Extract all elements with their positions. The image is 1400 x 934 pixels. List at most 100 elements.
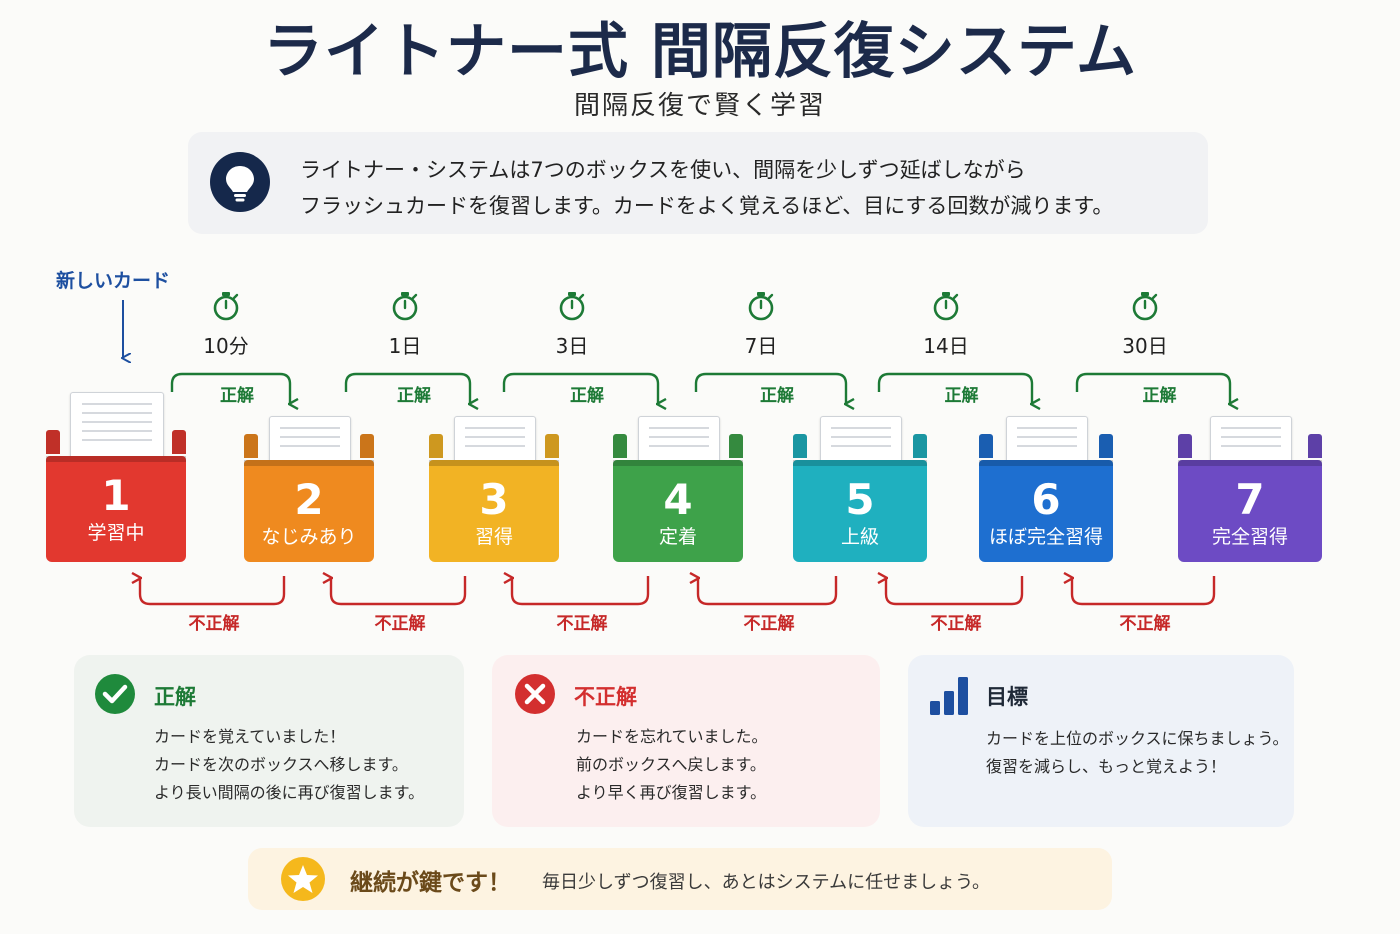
stopwatch-icon (559, 292, 585, 321)
new-card-label: 新しいカード (56, 270, 171, 292)
check-circle-icon (94, 673, 136, 719)
wrong-label: 不正解 (556, 614, 608, 634)
box-rim (46, 456, 186, 462)
wrong-arrow (331, 576, 467, 606)
wrong-panel: 不正解 カードを忘れていました。 前のボックスへ戻します。 より早く再び復習しま… (492, 655, 880, 827)
intro-box: ライトナー・システムは7つのボックスを使い、間隔を少しずつ延ばしながら フラッシ… (188, 132, 1208, 234)
interval-label: 30日 (1122, 334, 1168, 358)
box-flap (979, 434, 993, 458)
correct-label: 正解 (397, 386, 431, 406)
interval-label: 3日 (555, 334, 589, 358)
interval-label: 10分 (203, 334, 249, 358)
correct-arrow (1075, 372, 1230, 404)
page-subtitle: 間隔反復で賢く学習 (573, 91, 826, 121)
wrong-arrow (698, 576, 838, 606)
wrong-label: 不正解 (1119, 614, 1171, 634)
correct-panel-line: より長い間隔の後に再び復習します。 (154, 783, 425, 802)
footer-title: 継続が鍵です！ (350, 870, 511, 896)
intro-text-line-1: ライトナー・システムは7つのボックスを使い、間隔を少しずつ延ばしながら (300, 158, 1026, 182)
box-flap (1099, 434, 1113, 458)
correct-panel-title: 正解 (154, 685, 196, 709)
box-number: 4 (663, 475, 693, 524)
correct-label: 正解 (1142, 386, 1177, 406)
box-rim (244, 460, 374, 466)
box-name: ほぼ完全習得 (988, 526, 1103, 548)
box-flap (913, 434, 927, 458)
stopwatch-icon (748, 292, 774, 321)
goal-panel-line: 復習を減らし、もっと覚えよう！ (986, 757, 1227, 776)
box-flap (729, 434, 743, 458)
box-flap (545, 434, 559, 458)
box-flap (46, 430, 60, 454)
page-title: ライトナー式 間隔反復システム (262, 17, 1138, 87)
correct-label: 正解 (944, 386, 979, 406)
wrong-arrow (886, 576, 1024, 606)
box-rim (793, 460, 927, 466)
box-name: 完全習得 (1211, 526, 1288, 548)
box-flap (429, 434, 443, 458)
box-name: 定着 (658, 526, 697, 548)
correct-arrow (502, 372, 658, 404)
box-number: 7 (1235, 475, 1265, 524)
lightbulb-icon (210, 152, 270, 212)
box-rim (613, 460, 743, 466)
interval-label: 7日 (744, 334, 778, 358)
correct-arrow (694, 372, 846, 404)
correct-arrow (877, 372, 1032, 404)
box-flap (613, 434, 627, 458)
stopwatch-icon (213, 292, 239, 321)
goal-panel-line: カードを上位のボックスに保ちましょう。 (986, 729, 1289, 748)
box-number: 5 (845, 475, 875, 524)
box-body (429, 460, 559, 562)
footer-text: 毎日少しずつ復習し、あとはシステムに任せましょう。 (542, 872, 991, 893)
correct-label: 正解 (220, 386, 254, 406)
box-flap (172, 430, 186, 454)
goal-panel-title: 目標 (986, 685, 1028, 709)
intro-text-line-2: フラッシュカードを復習します。カードをよく覚えるほど、目にする回数が減ります。 (300, 194, 1114, 218)
flashcard-icon (70, 392, 164, 468)
box-rim (1178, 460, 1322, 466)
box-name: 学習中 (87, 522, 145, 544)
box-number: 1 (101, 471, 131, 520)
box-flap (793, 434, 807, 458)
correct-panel-line: カードを覚えていました！ (154, 727, 346, 746)
box-body (793, 460, 927, 562)
wrong-label: 不正解 (188, 614, 240, 634)
box-flap (1178, 434, 1192, 458)
wrong-label: 不正解 (930, 614, 982, 634)
x-circle-icon (514, 673, 556, 719)
box-flap (1308, 434, 1322, 458)
box-flap (360, 434, 374, 458)
goal-panel: 目標 カードを上位のボックスに保ちましょう。 復習を減らし、もっと覚えよう！ (908, 655, 1294, 827)
box-rim (429, 460, 559, 466)
box-body (244, 460, 374, 562)
box-name: 上級 (840, 526, 879, 548)
correct-panel: 正解 カードを覚えていました！ カードを次のボックスへ移します。 より長い間隔の… (74, 655, 464, 827)
correct-label: 正解 (570, 386, 604, 406)
box-body (46, 456, 186, 562)
box-name: なじみあり (261, 526, 357, 548)
correct-label: 正解 (760, 386, 794, 406)
wrong-label: 不正解 (374, 614, 426, 634)
wrong-panel-line: カードを忘れていました。 (576, 727, 768, 746)
wrong-panel-title: 不正解 (574, 685, 637, 709)
box-number: 3 (479, 475, 509, 524)
box-body (613, 460, 743, 562)
stopwatch-icon (1132, 292, 1158, 321)
interval-label: 1日 (388, 334, 422, 358)
stopwatch-icon (933, 292, 959, 321)
box-rim (979, 460, 1113, 466)
wrong-arrow (512, 576, 650, 606)
wrong-arrow (1072, 576, 1216, 606)
wrong-arrow (140, 576, 286, 606)
stopwatch-icon (392, 292, 418, 321)
wrong-panel-line: 前のボックスへ戻します。 (576, 755, 766, 774)
box-number: 2 (294, 475, 324, 524)
